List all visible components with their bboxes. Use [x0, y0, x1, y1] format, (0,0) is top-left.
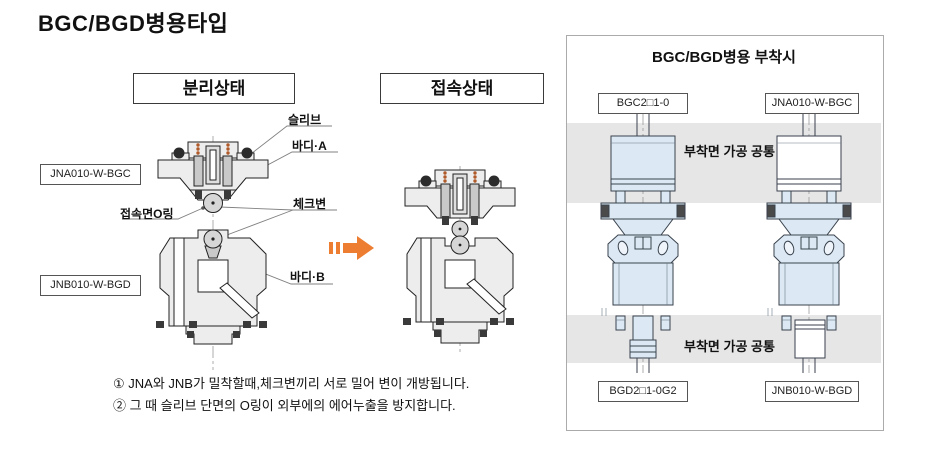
mounting-panel: BGC/BGD병용 부착시 부착면 가공 공통 부착면 가공 공통 [566, 35, 884, 431]
diagram-upper-coupling [157, 141, 269, 213]
sleeve-wall-left [193, 155, 204, 187]
callout-contact-oring: 접속면O링 [120, 207, 174, 221]
main-body [778, 262, 840, 306]
footnote-1: ① JNA와 JNB가 밀착할때,체크변끼리 서로 밀어 변이 개방됩니다. [113, 376, 470, 391]
footnotes: ① JNA와 JNB가 밀착할때,체크변끼리 서로 밀어 변이 개방됩니다. ②… [113, 373, 469, 417]
assembly-bgc-jna [600, 113, 686, 373]
panel-title: BGC/BGD병용 부착시 [651, 49, 796, 66]
page-title: BGC/BGD병용타입 [38, 11, 229, 36]
main-body [612, 262, 674, 306]
callout-body-b: 바디·B [290, 270, 325, 284]
footnote-2: ② 그 때 슬리브 단면의 O링이 외부에의 에어누출을 방지합니다. [113, 398, 456, 413]
oring-icon [241, 147, 253, 159]
band-label-top: 부착면 가공 공통 [684, 144, 775, 159]
model-box-jna: JNA010-W-BGC [40, 164, 141, 185]
panel-model-box-jnb: JNB010-W-BGD [765, 381, 859, 402]
band-label-bottom: 부착면 가공 공통 [684, 339, 775, 354]
assembly-jna-jnb [766, 113, 852, 373]
state-box-connected: 접속상태 [380, 73, 544, 104]
state-box-separated: 분리상태 [133, 73, 295, 104]
transition-arrow-icon [329, 236, 374, 260]
panel-model-box-jna: JNA010-W-BGC [765, 93, 859, 114]
flange [766, 202, 852, 220]
oring-icon [173, 147, 185, 159]
callout-check-valve: 체크변 [293, 197, 327, 211]
flange [600, 202, 686, 220]
panel-model-box-bgd: BGD2□1-0G2 [598, 381, 688, 402]
diagram-lower-coupling [156, 229, 267, 345]
diagram-connected [403, 169, 516, 344]
spring-dots [196, 143, 230, 155]
callout-sleeve: 슬리브 [288, 113, 322, 127]
panel-model-box-bgc: BGC2□1-0 [598, 93, 688, 114]
callout-body-a: 바디·A [292, 139, 327, 153]
model-box-jnb: JNB010-W-BGD [40, 275, 141, 296]
socket-block [794, 319, 826, 359]
pipe [632, 315, 654, 341]
sleeve-wall-right [222, 155, 233, 187]
